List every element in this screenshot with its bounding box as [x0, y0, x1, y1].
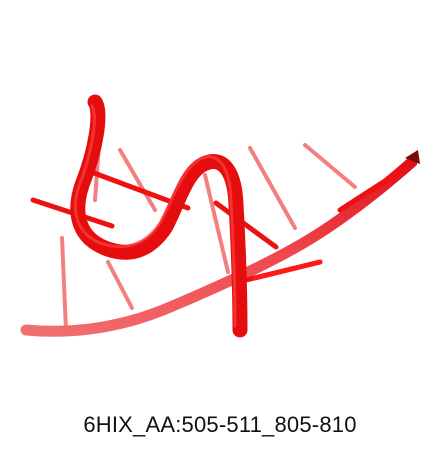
rna-cartoon-render	[20, 94, 420, 338]
base-stick	[203, 173, 230, 274]
base-stick	[252, 259, 323, 281]
base-stick	[213, 200, 279, 250]
base-stick	[337, 167, 405, 213]
strand-end-cap	[405, 150, 420, 164]
base-stick	[118, 148, 157, 212]
tube-highlight	[73, 104, 237, 328]
foreground-backbone-strand	[70, 94, 248, 338]
base-stick	[248, 146, 297, 230]
structure-id-caption: 6HIX_AA:505-511_805-810	[83, 412, 357, 437]
base-stick	[60, 236, 68, 332]
base-stick	[303, 143, 357, 189]
base-stick	[106, 260, 134, 310]
